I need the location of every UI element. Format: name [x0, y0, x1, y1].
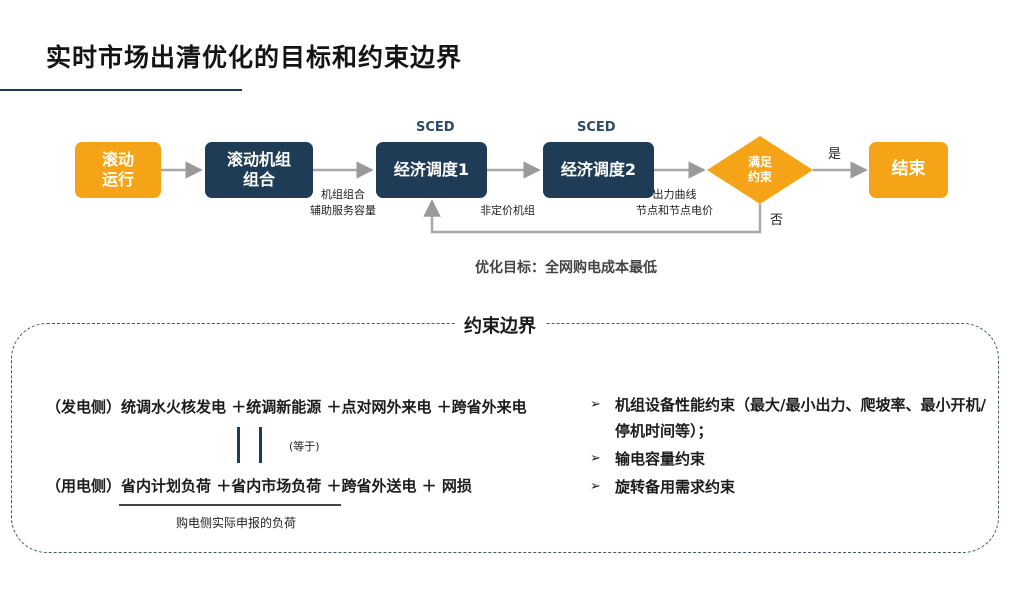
label-output-prices: 出力曲线节点和节点电价: [636, 188, 713, 217]
title-underline: [0, 89, 242, 91]
decision-label: 满足约束: [747, 155, 772, 184]
generation-side-equation: （发电侧）统调水火核发电 ＋统调新能源 ＋点对网外来电 ＋跨省外来电: [46, 398, 527, 416]
load-side-equation: （用电侧）省内计划负荷 ＋省内市场负荷 ＋跨省外送电 ＋ 网损: [46, 477, 472, 495]
yes-label: 是: [828, 147, 842, 162]
equals-bar-left: [237, 427, 240, 463]
label-uc-output: 机组组合辅助服务容量: [310, 188, 376, 217]
sced2-node: 经济调度2: [543, 142, 654, 198]
arrow-bullet-icon: ➢: [590, 397, 601, 412]
constraint-item: ➢ 输电容量约束: [590, 446, 990, 472]
sced1-node: 经济调度1: [376, 142, 487, 198]
rolling-uc-node: 滚动机组组合: [205, 142, 313, 198]
optimization-objective: 优化目标：全网购电成本最低: [475, 260, 657, 276]
no-label: 否: [770, 213, 784, 228]
constraint-item: ➢ 旋转备用需求约束: [590, 474, 990, 500]
arrow-bullet-icon: ➢: [590, 479, 601, 494]
decision-diamond: [707, 136, 813, 204]
sced-tag-1: SCED: [416, 120, 455, 135]
equals-bar-right: [259, 427, 262, 463]
constraints-title: 约束边界: [455, 312, 545, 338]
declared-load-note: 购电侧实际申报的负荷: [176, 516, 297, 530]
load-underline: [119, 504, 341, 506]
equals-label: (等于): [289, 440, 320, 453]
rolling-run-node: 滚动运行: [75, 142, 161, 198]
arrow-feedback-loop: [423, 199, 762, 234]
label-unfixed-units: 非定价机组: [480, 204, 535, 217]
page-title: 实时市场出清优化的目标和约束边界: [46, 43, 463, 72]
constraint-list: ➢ 机组设备性能约束（最大/最小出力、爬坡率、最小开机/停机时间等）； ➢ 输电…: [590, 392, 990, 502]
end-node: 结束: [869, 142, 948, 198]
arrow-bullet-icon: ➢: [590, 451, 601, 466]
constraint-item: ➢ 机组设备性能约束（最大/最小出力、爬坡率、最小开机/停机时间等）；: [590, 392, 990, 444]
sced-tag-2: SCED: [577, 120, 616, 135]
